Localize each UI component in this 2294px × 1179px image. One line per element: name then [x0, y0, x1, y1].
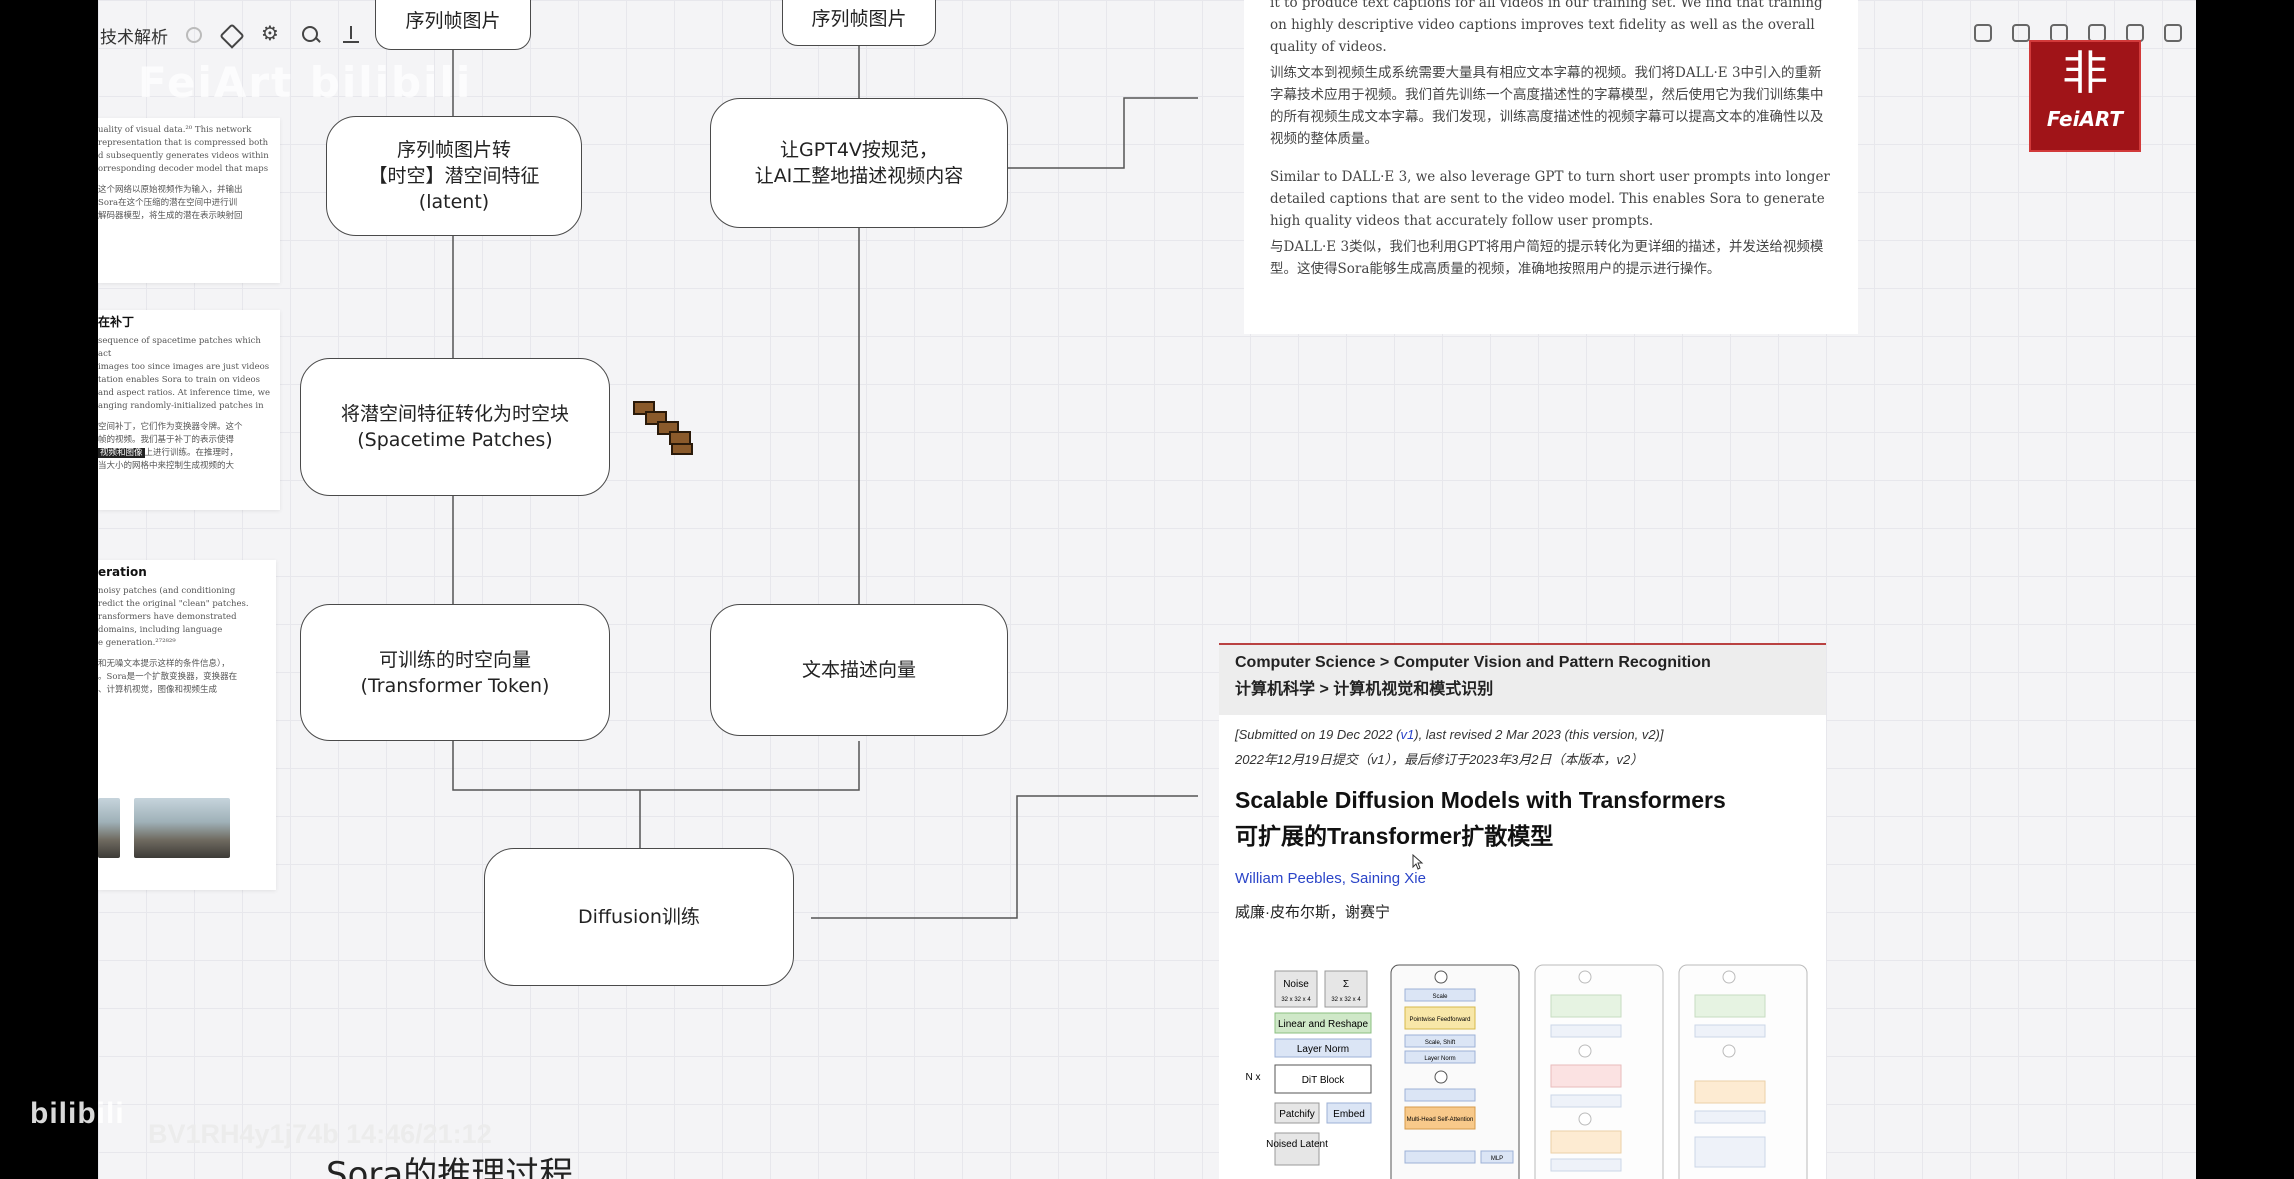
dit-architecture-figure: Noise 32 x 32 x 4 Σ 32 x 32 x 4 Linear a… [1246, 964, 1808, 1179]
video-watermark: FeiArt bilibili [138, 58, 473, 107]
subtitle-caption: Sora的推理过程 [326, 1155, 574, 1179]
arxiv-category-zh: 计算机科学 > 计算机视觉和模式识别 [1235, 681, 1494, 698]
doc-line: 。Sora是一个扩散变换器，变换器在 [98, 672, 238, 682]
shape-icon[interactable] [2012, 24, 2030, 42]
arxiv-category[interactable]: Computer Science > Computer Vision and P… [1235, 654, 1711, 671]
doc-card-generation[interactable]: eration noisy patches (and conditioning r… [98, 560, 276, 890]
plugin-icon[interactable] [2164, 24, 2182, 42]
doc-card-encoder[interactable]: uality of visual data.²⁰ This network rep… [98, 118, 280, 283]
svg-text:Scale: Scale [1432, 994, 1448, 1000]
submission-info-zh: 2022年12月19日提交（v1），最后修订于2023年3月2日（本版本，v2） [1235, 752, 1644, 767]
node-frames-right[interactable]: 序列帧图片 [782, 0, 936, 46]
loading-icon [186, 27, 202, 43]
paragraph-zh: 与DALL·E 3类似，我们也利用GPT将用户简短的提示转化为更详细的描述，并发… [1270, 239, 1824, 277]
doc-line: 空间补丁，它们作为变换器令牌。这个 [98, 422, 243, 432]
svg-text:Layer Norm: Layer Norm [1424, 1056, 1455, 1062]
svg-text:Pointwise Feedforward: Pointwise Feedforward [1409, 1017, 1470, 1023]
doc-line: anging randomly-initialized patches in [98, 401, 264, 411]
doc-line: and aspect ratios. At inference time, we [98, 388, 271, 398]
node-transformer-token[interactable]: 可训练的时空向量 (Transformer Token) [300, 604, 610, 741]
download-icon[interactable] [340, 24, 362, 46]
video-thumbnail [98, 798, 120, 858]
svg-text:Linear and Reshape: Linear and Reshape [1278, 1019, 1369, 1030]
logo-text: FeiART [2046, 107, 2124, 131]
doc-line: Sora在这个压缩的潜在空间中进行训 [98, 198, 238, 208]
svg-text:Scale, Shift: Scale, Shift [1425, 1040, 1456, 1046]
video-thumbnail [134, 798, 230, 858]
doc-line: sequence of spacetime patches which act [98, 336, 261, 359]
whiteboard-canvas[interactable]: 技术解析 FeiArt bilibili uality of visual da… [98, 0, 2196, 1179]
arxiv-category-band: Computer Science > Computer Vision and P… [1219, 643, 1826, 715]
arxiv-paper-card[interactable]: Computer Science > Computer Vision and P… [1219, 643, 1826, 1179]
add-frame-icon[interactable] [1974, 24, 1992, 42]
svg-text:DiT Block: DiT Block [1302, 1075, 1346, 1086]
paragraph-en: it to produce text captions for all vide… [1270, 0, 1823, 55]
node-spacetime-patches[interactable]: 将潜空间特征转化为时空块 (Spacetime Patches) [300, 358, 610, 496]
svg-text:32 x 32 x 4: 32 x 32 x 4 [1331, 997, 1361, 1003]
video-id-timestamp: BV1RH4y1j74b 14:46/21:12 [148, 1119, 492, 1149]
doc-card-patches[interactable]: 在补丁 sequence of spacetime patches which … [98, 310, 280, 510]
doc-line: 帧的视频。我们基于补丁的表示使得 [98, 435, 235, 445]
svg-text:Layer Norm: Layer Norm [1297, 1044, 1349, 1055]
svg-text:Patchify: Patchify [1279, 1109, 1315, 1120]
node-text-vector[interactable]: 文本描述向量 [710, 604, 1008, 736]
doc-line: 解码器模型，将生成的潜在表示映射回 [98, 211, 243, 221]
node-frames-left[interactable]: 序列帧图片 [375, 0, 531, 50]
node-gpt4v-caption[interactable]: 让GPT4V按规范， 让AI工整地描述视频内容 [710, 98, 1008, 228]
svg-text:N x: N x [1246, 1072, 1261, 1083]
sora-report-excerpt[interactable]: it to produce text captions for all vide… [1244, 0, 1858, 334]
doc-line: representation that is compressed both [98, 138, 269, 148]
doc-card-heading: 在补丁 [98, 315, 135, 329]
doc-line: domains, including language [98, 625, 223, 635]
paper-title-zh: 可扩展的Transformer扩散模型 [1235, 823, 1554, 849]
authors-zh: 威廉·皮布尔斯，谢赛宁 [1235, 904, 1390, 921]
submission-info: [Submitted on 19 Dec 2022 (v1), last rev… [1235, 727, 1664, 742]
flowchart-connectors [452, 46, 1198, 919]
doc-line: orresponding decoder model that maps [98, 164, 269, 174]
doc-card-text: sequence of spacetime patches which act i… [98, 335, 272, 473]
svg-text:Noised Latent: Noised Latent [1266, 1139, 1328, 1150]
feiart-logo: 非 FeiART [2029, 40, 2141, 152]
doc-line: d subsequently generates videos within [98, 151, 269, 161]
doc-line: uality of visual data.²⁰ This network [98, 125, 252, 135]
node-latent[interactable]: 序列帧图片转 【时空】潜空间特征 (latent) [326, 116, 582, 236]
svg-text:Multi-Head Self-Attention: Multi-Head Self-Attention [1407, 1117, 1474, 1123]
paper-title: Scalable Diffusion Models with Transform… [1219, 768, 1826, 854]
patch-stack-icon [633, 401, 693, 455]
doc-line: noisy patches (and conditioning [98, 586, 236, 596]
author-links[interactable]: William Peebles, Saining Xie [1235, 870, 1426, 887]
doc-line: 这个网络以原始视频作为输入，并输出 [98, 185, 243, 195]
doc-line: redict the original "clean" patches. [98, 599, 249, 609]
version-link[interactable]: v1 [1400, 727, 1415, 742]
svg-text:Noise: Noise [1283, 979, 1309, 990]
mouse-cursor-icon [1412, 854, 1424, 870]
doc-line: tation enables Sora to train on videos [98, 375, 260, 385]
doc-line: e generation.²⁷²⁸²⁹ [98, 638, 176, 648]
svg-text:Embed: Embed [1333, 1109, 1365, 1120]
doc-card-text: uality of visual data.²⁰ This network rep… [98, 124, 272, 223]
svg-text:Σ: Σ [1343, 979, 1349, 990]
doc-line: ransformers have demonstrated [98, 612, 237, 622]
doc-line: images too since images are just videos [98, 362, 270, 372]
highlighted-text: 视频和图像 [98, 448, 145, 458]
doc-card-text: noisy patches (and conditioning redict th… [98, 585, 268, 697]
svg-text:MLP: MLP [1491, 1156, 1503, 1162]
doc-line: 、计算机视觉，图像和视频生成 [98, 685, 218, 695]
doc-line: 当大小的网格中来控制生成视频的大 [98, 461, 235, 471]
bilibili-logo: bilibili [30, 1097, 125, 1130]
gear-icon[interactable] [260, 21, 282, 46]
search-icon[interactable] [300, 24, 322, 46]
doc-line: 和无噪文本提示这样的条件信息）， [98, 659, 230, 669]
paragraph-zh: 训练文本到视频生成系统需要大量具有相应文本字幕的视频。我们将DALL·E 3中引… [1270, 65, 1824, 147]
logo-char: 非 [2062, 46, 2108, 100]
doc-line: 视频和图像上进行训练。在推理时， [98, 448, 239, 458]
svg-text:32 x 32 x 4: 32 x 32 x 4 [1281, 997, 1311, 1003]
paragraph-en: Similar to DALL·E 3, we also leverage GP… [1270, 169, 1830, 229]
doc-title: 技术解析 [100, 27, 168, 48]
top-toolbar: 技术解析 [98, 20, 362, 50]
node-diffusion-training[interactable]: Diffusion训练 [484, 848, 794, 986]
doc-card-heading: eration [98, 565, 147, 579]
